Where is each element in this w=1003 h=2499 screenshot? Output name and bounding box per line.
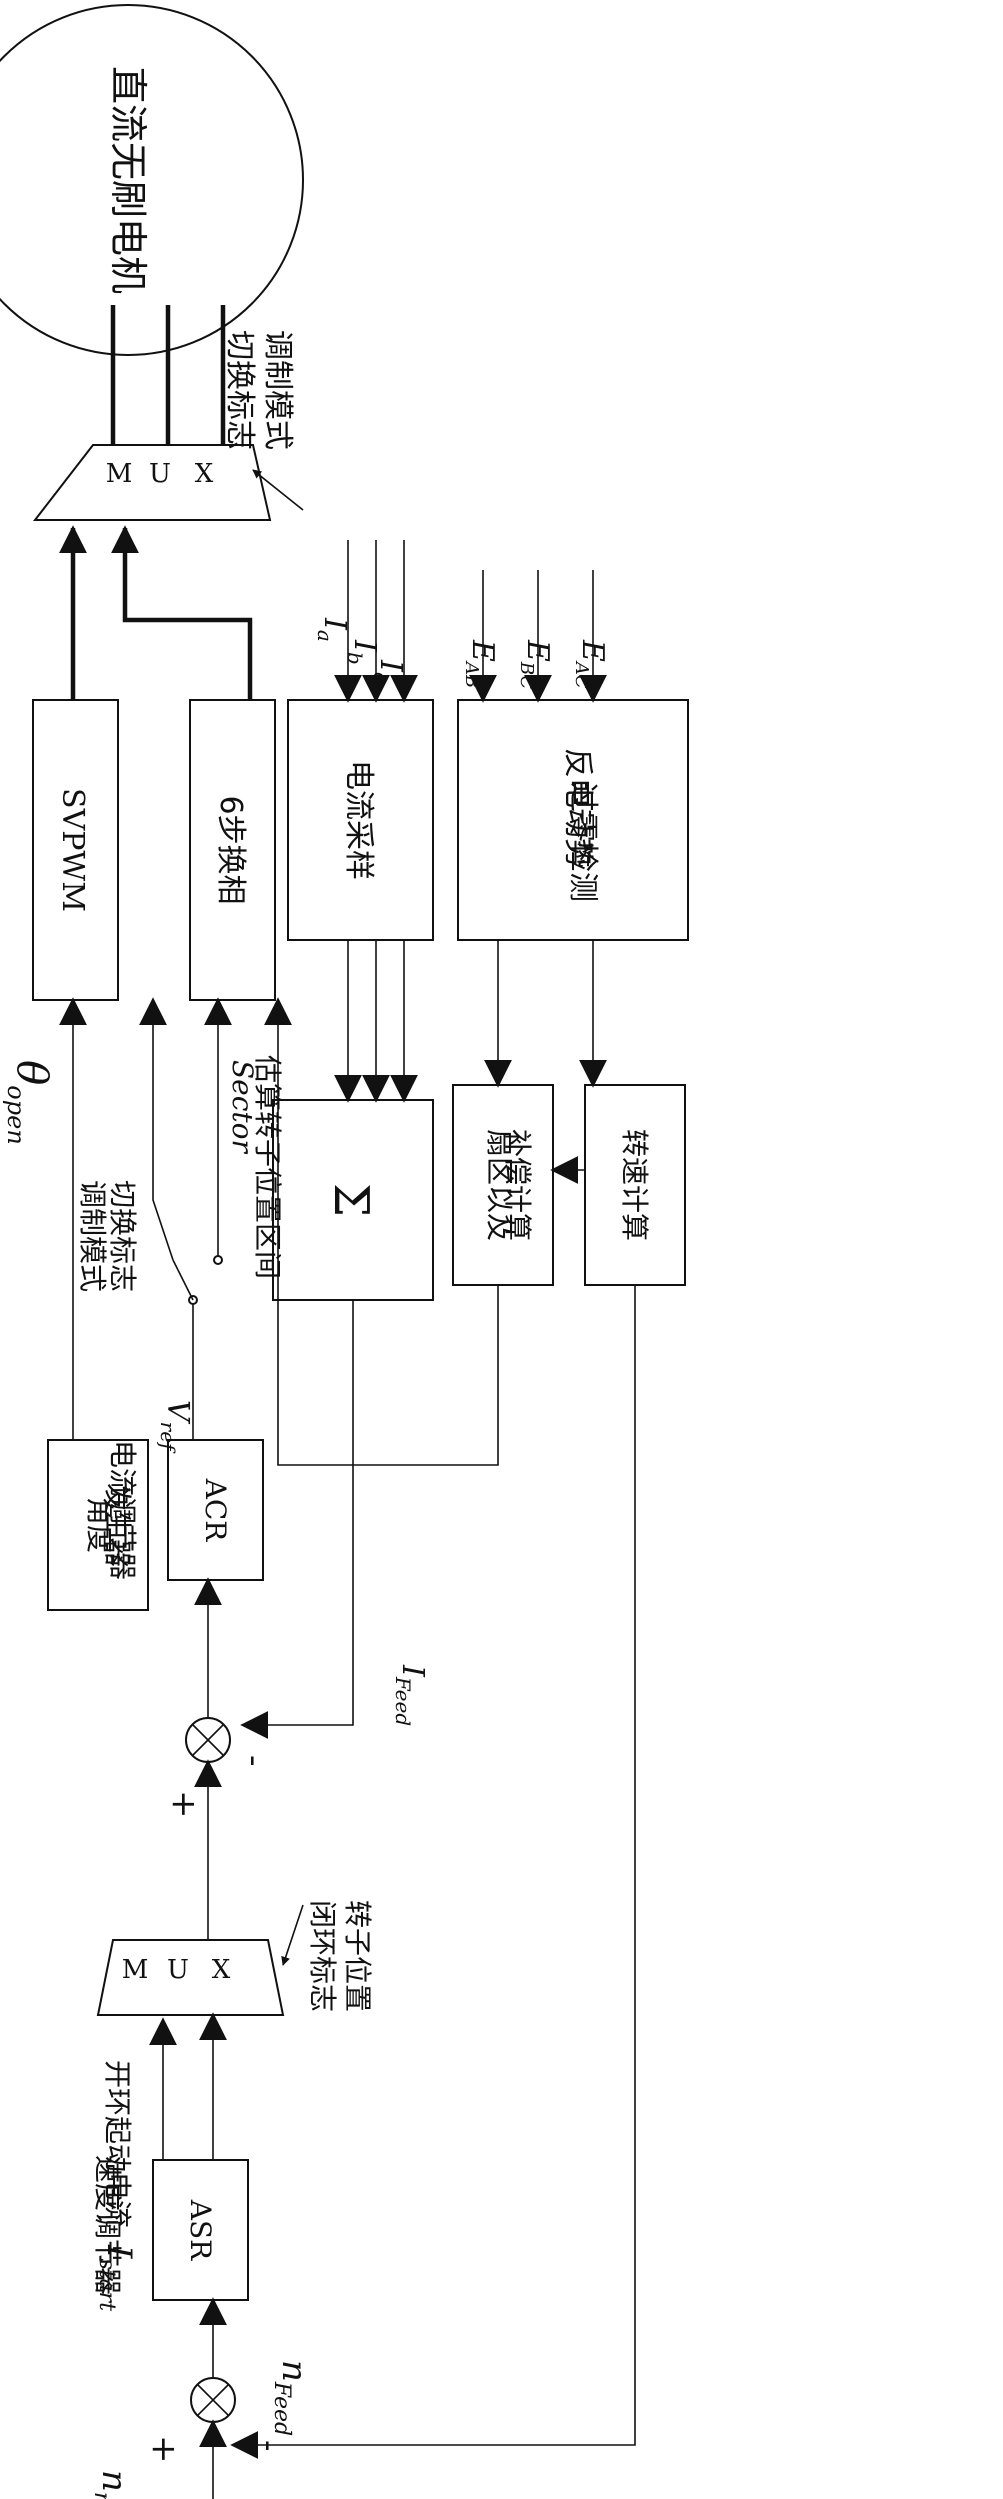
speed-sum-plus: + [144,2435,184,2464]
ifeed-label: IFeed [391,1664,430,1726]
motor-label: 直流无刷电机 [106,66,150,294]
current-reg-label: 电流调节器 [106,1440,139,1580]
eab-label: EAB [461,639,500,688]
current-sum-plus: + [164,1790,204,1819]
nref-label: nref [89,2470,134,2499]
vref-label: Vref [156,1400,195,1454]
open-loop-start-label: 开环起动电流 [101,2060,134,2228]
svpwm-label: SVPWM [55,788,90,912]
ebc-label: EBC [516,639,555,689]
bemf-detect-label2: 过零检测 [565,782,600,902]
angle-gen-label2: 发生器 [101,1483,134,1567]
mux-bottom [96,1939,285,2016]
bemf-detect-label1: 反电动势 [560,748,595,868]
mux-top-x: X [195,459,214,489]
speed-reg-label: 速度调节器 [91,2155,124,2295]
bemf-detect-block [457,699,689,941]
mux-bottom-flag-arrow [281,1904,304,1966]
sigma-label: Σ [323,1183,379,1217]
current-sum-minus: - [234,1755,274,1767]
sigma-to-ifeed-line [240,1300,354,1739]
mux-top-m: M [106,459,133,489]
ia-label: Ia [313,617,352,642]
speed-feedback-line [230,1285,636,2459]
sector-comp-label1: 扇区以及 [483,1129,516,1241]
six-step-to-mux-arrow [111,525,253,700]
six-step-block [189,699,276,1001]
switch-flag-line1: 调制模式 [76,1180,109,1292]
switch-flag-line2: 切换标志 [106,1180,139,1292]
mux-top [32,444,272,521]
switch-to-svpwm-arrow [139,997,174,1261]
istart-label: Istart [94,2244,139,2311]
mux-bottom-flag-line1: 转子位置 [341,1900,374,2012]
nfeed-label: nFeed [269,2360,314,2436]
theta-label: θopen [2,1060,57,1145]
speed-calc-label: 转速计算 [618,1129,651,1241]
mux-top-u: U [149,459,171,489]
switch-contact [213,1255,223,1265]
mux-top-flag-line2: 切换标志 [222,330,257,450]
mux-bottom-u: U [167,1955,189,1985]
mux-top-flag-arrow [252,469,304,511]
sector-to-six-step-line [264,997,499,1466]
bldc-motor [0,4,304,356]
eac-label: EAC [571,639,610,689]
sector-word-label: Sector [226,1060,259,1155]
speed-sum-x2 [196,2383,230,2417]
angle-gen-block [47,1439,149,1611]
switch-blade [172,1259,194,1301]
angle-gen-label1: 角度 [83,1497,116,1553]
current-sampling-label: 电流采样 [341,760,376,880]
mux-bottom-x: X [212,1955,231,1985]
mux-bottom-flag-line2: 闭环标志 [306,1900,339,2012]
acr-label: ACR [199,1478,232,1543]
mux-top-flag-line1: 调制模式 [260,330,295,450]
sector-comp-label2: 补偿计算 [501,1129,534,1241]
current-sum-x2 [191,1723,225,1757]
asr-label: ASR [184,2199,217,2261]
mux-bottom-m: M [122,1955,149,1985]
ib-label: Ib [343,639,382,665]
six-step-label: 6步换相 [213,795,248,904]
ic-label: Ic [369,659,408,683]
